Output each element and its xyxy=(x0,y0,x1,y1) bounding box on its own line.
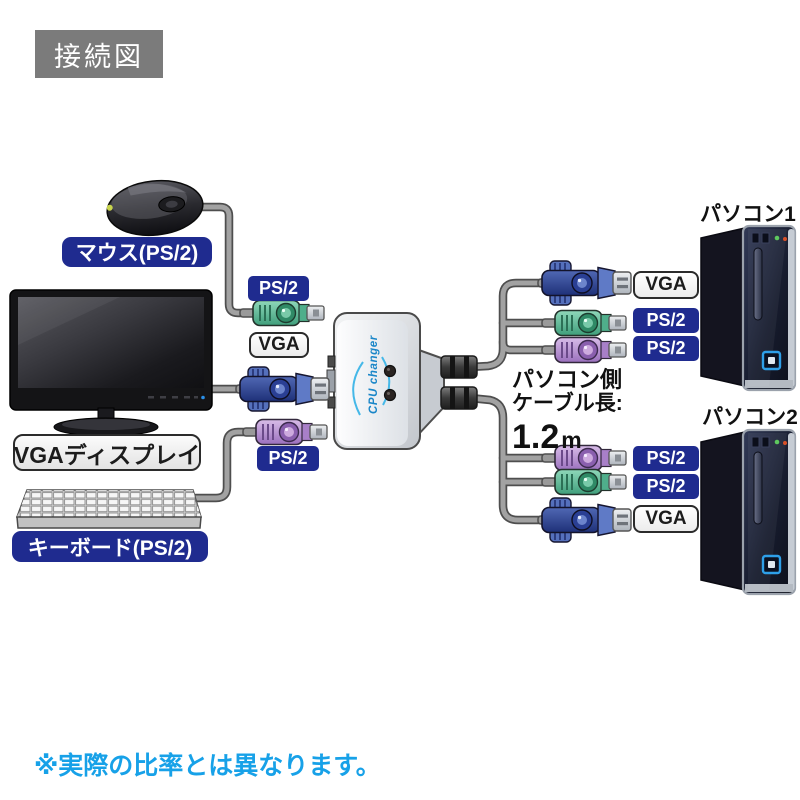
pc2-ps2-tag-a: PS/2 xyxy=(633,446,699,471)
cable-length-note: パソコン側 ケーブル長: 1.2m xyxy=(512,367,623,458)
pc1-ps2-tag-b: PS/2 xyxy=(633,336,699,361)
pc1-tower-image xyxy=(699,224,797,392)
pc1-label: パソコン1 xyxy=(700,203,796,226)
kvm-port-1 xyxy=(440,355,478,379)
display-power-led xyxy=(201,395,205,400)
pc2-ps2-tag-b: PS/2 xyxy=(633,474,699,499)
pc1-vga-tag: VGA xyxy=(633,271,699,299)
mouse-ps2-connector xyxy=(239,299,325,327)
display-vga-connector xyxy=(235,366,330,412)
kvm-port-2 xyxy=(440,386,478,410)
mouse-led xyxy=(106,204,113,211)
display-image xyxy=(9,289,213,437)
mouse-image xyxy=(106,179,204,237)
kvm-switch-image: CPU changer xyxy=(326,312,478,450)
mouse-port-tag: PS/2 xyxy=(248,276,309,301)
display-label: VGAディスプレイ xyxy=(13,434,201,471)
keyboard-label: キーボード(PS/2) xyxy=(12,531,208,562)
kvm-swoosh-left xyxy=(352,361,364,416)
pc1-vga-connector xyxy=(537,260,632,306)
kvm-button-2 xyxy=(383,388,397,402)
pc2-tower-image xyxy=(699,428,797,596)
mouse-label: マウス(PS/2) xyxy=(62,237,212,267)
keyboard-port-tag: PS/2 xyxy=(257,446,319,471)
cable-note-line1: パソコン側 xyxy=(512,367,623,392)
cable-length-unit: m xyxy=(561,427,582,453)
pc2-label: パソコン2 xyxy=(702,406,798,429)
pc2-ps2-mouse-connector xyxy=(541,468,627,496)
diagram-title: 接続図 xyxy=(35,30,163,78)
kvm-left-port-b xyxy=(327,396,336,409)
pc2-vga-connector xyxy=(537,497,632,543)
pc1-ps2-keyboard-connector xyxy=(541,336,627,364)
display-buttons xyxy=(148,396,198,399)
pc2-vga-tag: VGA xyxy=(633,505,699,533)
pc1-ps2-tag-a: PS/2 xyxy=(633,308,699,333)
kvm-swoosh-right xyxy=(381,356,391,406)
scale-disclaimer: ※実際の比率とは異なります。 xyxy=(34,752,381,780)
cable-note-line2: ケーブル長: xyxy=(512,392,623,415)
keyboard-ps2-connector xyxy=(242,418,328,446)
cable-length-value: 1.2m xyxy=(512,418,582,456)
keyboard-image xyxy=(15,489,203,529)
kvm-brand-text: CPU changer xyxy=(368,335,380,414)
display-port-tag: VGA xyxy=(249,332,309,358)
pc1-ps2-mouse-connector xyxy=(541,309,627,337)
kvm-left-port-a xyxy=(327,355,336,368)
kvm-button-1 xyxy=(383,364,397,378)
